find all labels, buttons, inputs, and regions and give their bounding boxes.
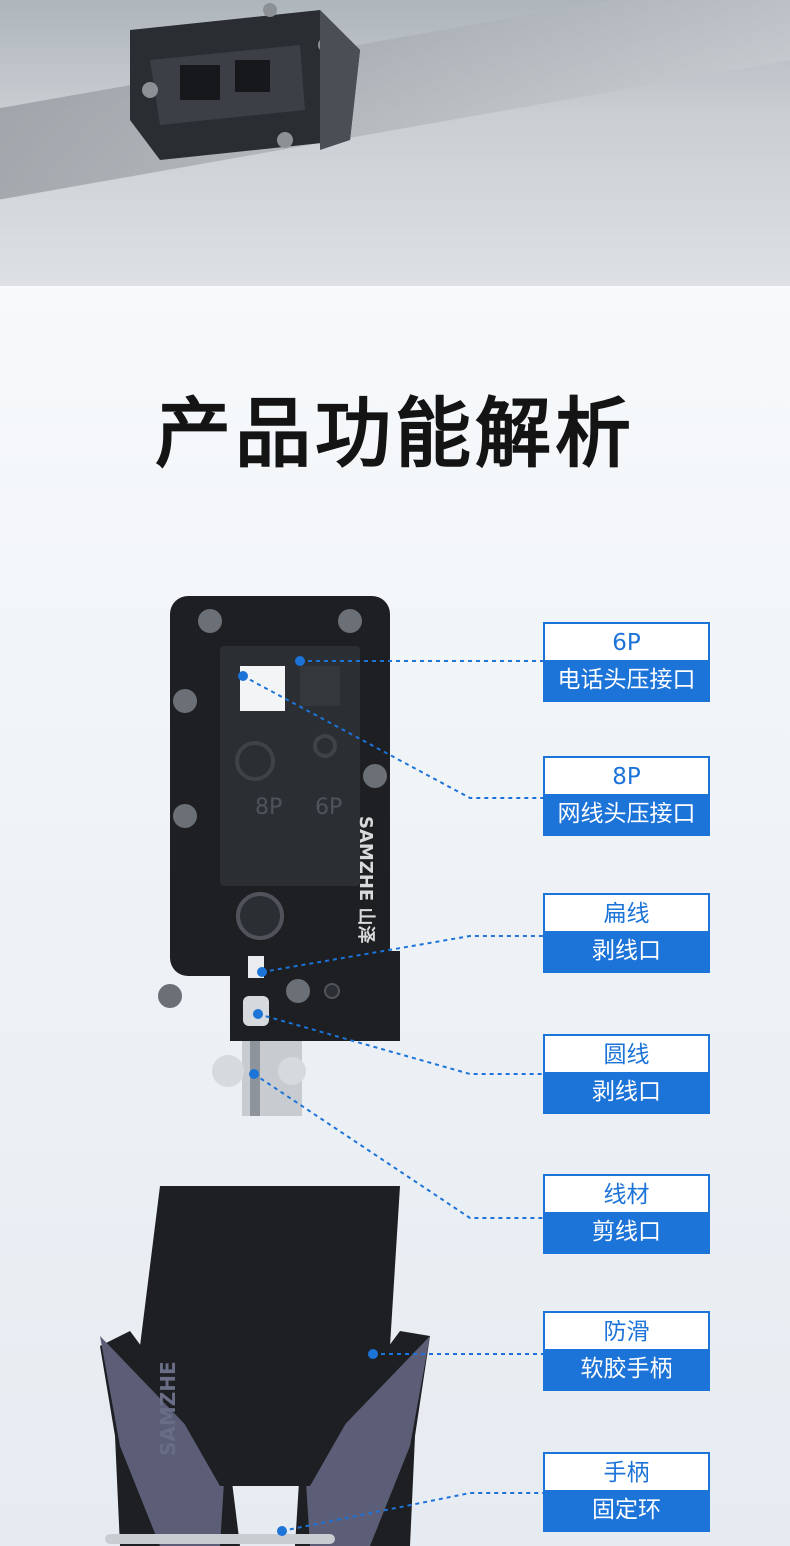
feature-title: 扁线: [603, 901, 650, 927]
feature-section: 产品功能解析 8P 6P SAMZHE 山泽: [0, 286, 790, 1546]
feature-subtitle: 网线头压接口: [545, 794, 708, 834]
feature-title: 防滑: [603, 1319, 650, 1345]
feature-title: 8P: [612, 764, 641, 790]
handle-brand-mark: SAMZHE: [156, 1361, 180, 1456]
handle-lock-ring: [105, 1534, 335, 1544]
feature-label-lock-ring: 手柄 固定环: [543, 1452, 710, 1532]
feature-subtitle: 剥线口: [545, 931, 708, 971]
feature-title: 圆线: [603, 1042, 650, 1068]
feature-subtitle: 剥线口: [545, 1072, 708, 1112]
hero-background-band: [0, 0, 790, 208]
feature-label-cutter: 线材 剪线口: [543, 1174, 710, 1254]
feature-subtitle: 电话头压接口: [545, 660, 708, 700]
port-8p-mark: 8P: [255, 795, 282, 820]
hero-crimper-head: [130, 3, 360, 160]
feature-subtitle: 固定环: [545, 1490, 708, 1530]
hero-photo: [0, 0, 790, 286]
feature-title: 手柄: [603, 1460, 650, 1486]
feature-label-flat-strip: 扁线 剥线口: [543, 893, 710, 973]
feature-label-grip: 防滑 软胶手柄: [543, 1311, 710, 1391]
section-heading: 产品功能解析: [155, 389, 635, 478]
feature-subtitle: 软胶手柄: [545, 1349, 708, 1389]
head-brand-mark: SAMZHE 山泽: [355, 816, 376, 944]
feature-title: 线材: [603, 1182, 650, 1208]
feature-label-6p: 6P 电话头压接口: [543, 622, 710, 702]
feature-title: 6P: [612, 630, 641, 656]
left-handle: [100, 1336, 225, 1546]
crimper-tool-illustration: 8P 6P SAMZHE 山泽 SAMZHE: [100, 596, 430, 1546]
feature-subtitle: 剪线口: [545, 1212, 708, 1252]
feature-label-8p: 8P 网线头压接口: [543, 756, 710, 836]
feature-label-round-strip: 圆线 剥线口: [543, 1034, 710, 1114]
port-6p-mark: 6P: [315, 795, 342, 820]
